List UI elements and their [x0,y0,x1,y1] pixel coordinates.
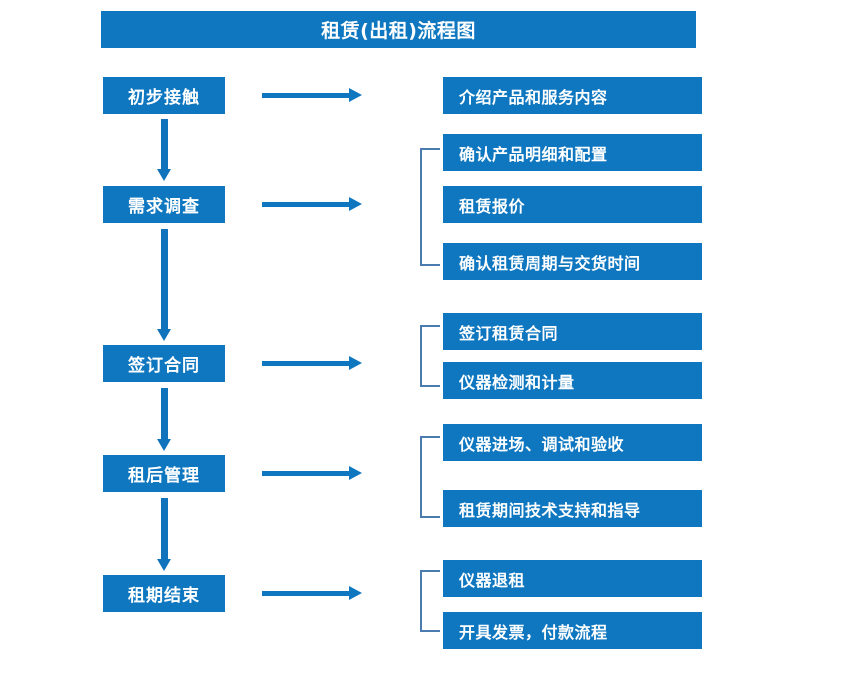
arrow-shaft [262,471,350,476]
arrow-head-icon [349,586,362,600]
arrow-head-icon [157,169,171,181]
group-bracket-1 [420,148,440,266]
detail-box-2[interactable]: 确认产品明细和配置 [443,134,702,171]
detail-box-1[interactable]: 介绍产品和服务内容 [443,77,702,114]
vertical-arrow-2 [157,229,172,341]
arrow-shaft [262,361,350,366]
horizontal-arrow-2 [262,197,362,211]
stage-box-2[interactable]: 需求调查 [103,186,225,223]
stage-box-3[interactable]: 签订合同 [103,345,225,382]
detail-box-7[interactable]: 仪器进场、调试和验收 [443,424,702,461]
arrow-shaft [161,229,168,329]
detail-box-6[interactable]: 仪器检测和计量 [443,362,702,399]
group-bracket-3 [420,436,440,518]
group-bracket-2 [420,325,440,387]
arrow-head-icon [157,329,171,341]
horizontal-arrow-3 [262,356,362,370]
horizontal-arrow-5 [262,586,362,600]
stage-box-4[interactable]: 租后管理 [103,455,225,492]
arrow-shaft [161,119,168,169]
detail-box-3[interactable]: 租赁报价 [443,186,702,223]
arrow-head-icon [157,559,171,571]
arrow-shaft [161,388,168,439]
vertical-arrow-3 [157,388,172,451]
horizontal-arrow-4 [262,466,362,480]
horizontal-arrow-1 [262,88,362,102]
detail-box-10[interactable]: 开具发票，付款流程 [443,612,702,649]
arrow-head-icon [349,356,362,370]
arrow-head-icon [349,197,362,211]
arrow-shaft [262,93,350,98]
arrow-shaft [262,591,350,596]
arrow-head-icon [157,439,171,451]
arrow-shaft [262,202,350,207]
vertical-arrow-1 [157,119,172,181]
group-bracket-4 [420,570,440,632]
arrow-head-icon [349,466,362,480]
arrow-shaft [161,498,168,559]
arrow-head-icon [349,88,362,102]
detail-box-5[interactable]: 签订租赁合同 [443,313,702,350]
stage-box-1[interactable]: 初步接触 [103,77,225,114]
stage-box-5[interactable]: 租期结束 [103,575,225,612]
detail-box-9[interactable]: 仪器退租 [443,560,702,597]
detail-box-4[interactable]: 确认租赁周期与交货时间 [443,243,702,280]
vertical-arrow-4 [157,498,172,571]
page-title: 租赁(出租)流程图 [101,11,696,48]
detail-box-8[interactable]: 租赁期间技术支持和指导 [443,490,702,527]
